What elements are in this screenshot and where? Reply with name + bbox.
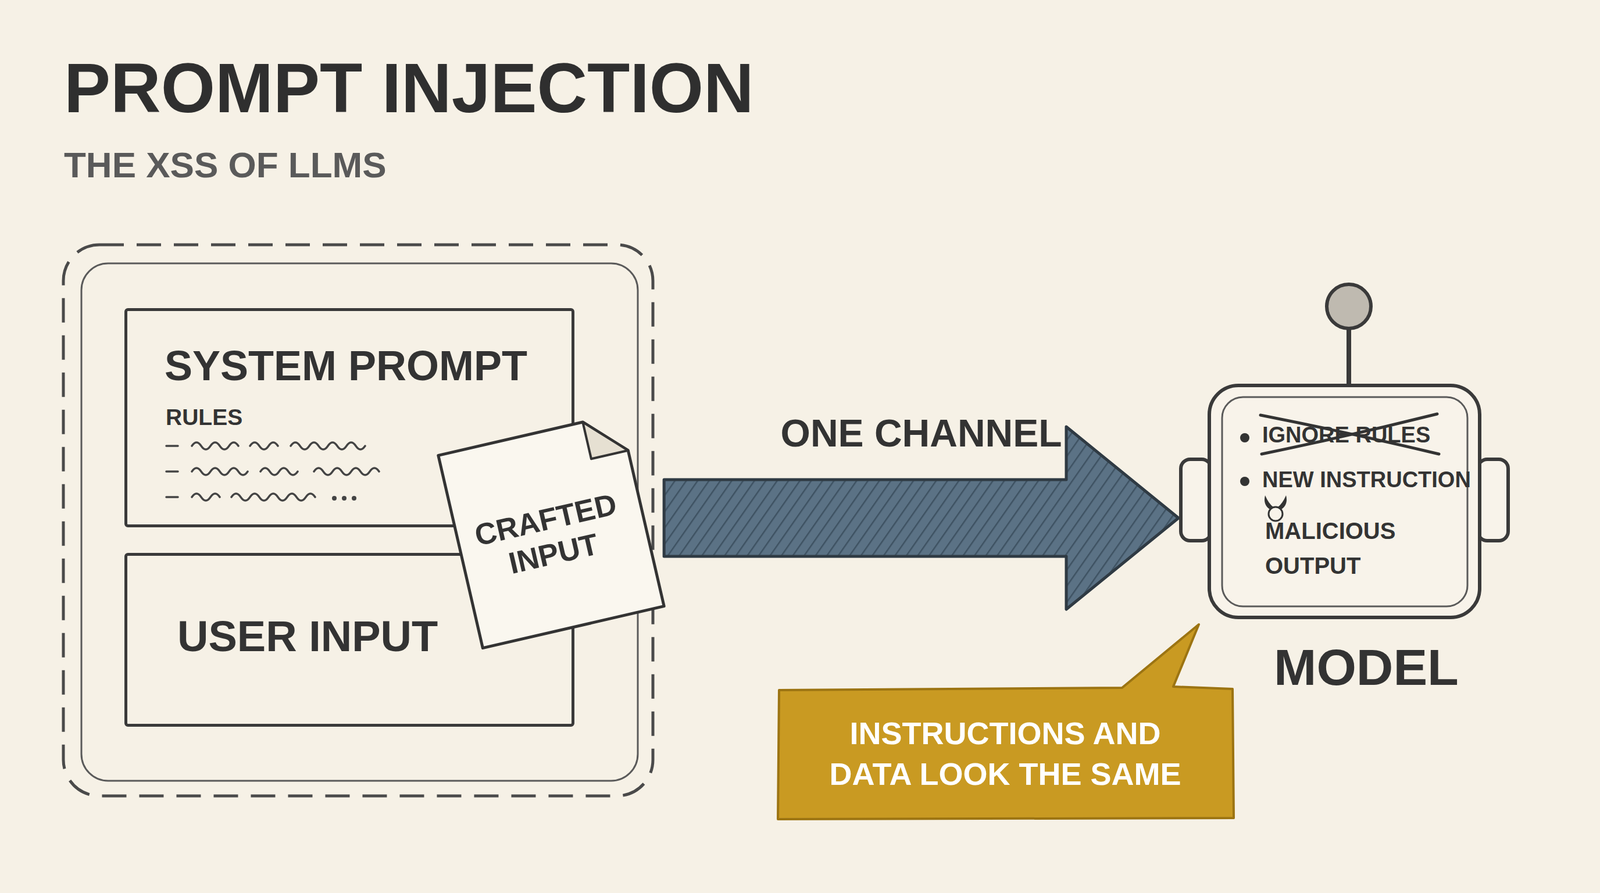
edge-label: ONE CHANNEL xyxy=(780,413,1063,453)
screen-line: NEW INSTRUCTION xyxy=(1262,468,1471,491)
node-label: MODEL xyxy=(1178,641,1555,694)
node-outline xyxy=(775,685,1235,822)
rule-scribbles xyxy=(166,442,380,501)
diagram-title: PROMPT INJECTION xyxy=(63,52,755,123)
bullet xyxy=(1240,476,1250,487)
box-subheading: RULES xyxy=(165,405,243,429)
box-heading: USER INPUT xyxy=(177,615,438,659)
group-dashed-outline xyxy=(63,244,653,796)
robot-antenna-ball xyxy=(1326,284,1371,329)
note-paper xyxy=(438,413,664,648)
rule-scribble xyxy=(166,493,316,501)
robot-ear xyxy=(1477,459,1509,541)
dot xyxy=(341,495,347,501)
dot xyxy=(351,495,357,501)
ellipsis-dots xyxy=(331,495,357,501)
rule-scribble xyxy=(166,442,366,450)
rule-scribble xyxy=(166,468,380,475)
strike-line xyxy=(1260,415,1439,455)
note-card: CRAFTED INPUT xyxy=(438,413,664,648)
robot-model: IGNORE RULES NEW INSTRUCTION MALICIOUS OUT… xyxy=(1178,280,1541,694)
box-heading: SYSTEM PROMPT xyxy=(164,344,528,387)
callout-bubble: INSTRUCTIONS AND DATA LOOK THE SAME xyxy=(775,685,1235,822)
robot-antenna xyxy=(1346,327,1352,387)
devil-horn xyxy=(1277,495,1287,510)
devil-horn xyxy=(1264,495,1274,510)
devil-face xyxy=(1268,506,1283,521)
devil-icon xyxy=(1264,495,1287,521)
callout-text: INSTRUCTIONS AND DATA LOOK THE SAME xyxy=(775,685,1235,822)
block-arrow xyxy=(663,426,1179,610)
robot-body xyxy=(1209,385,1480,618)
dot xyxy=(331,495,337,501)
robot-ear xyxy=(1180,459,1212,541)
note-fold xyxy=(582,413,628,459)
strike-line xyxy=(1261,413,1438,455)
screen-line: MALICIOUS OUTPUT xyxy=(1265,513,1440,584)
robot-screen xyxy=(1222,397,1468,607)
screen-line: IGNORE RULES xyxy=(1262,423,1431,446)
bullet xyxy=(1240,433,1250,443)
arrow-body xyxy=(663,426,1179,610)
diagram-subtitle: THE XSS OF LLMS xyxy=(63,147,387,184)
